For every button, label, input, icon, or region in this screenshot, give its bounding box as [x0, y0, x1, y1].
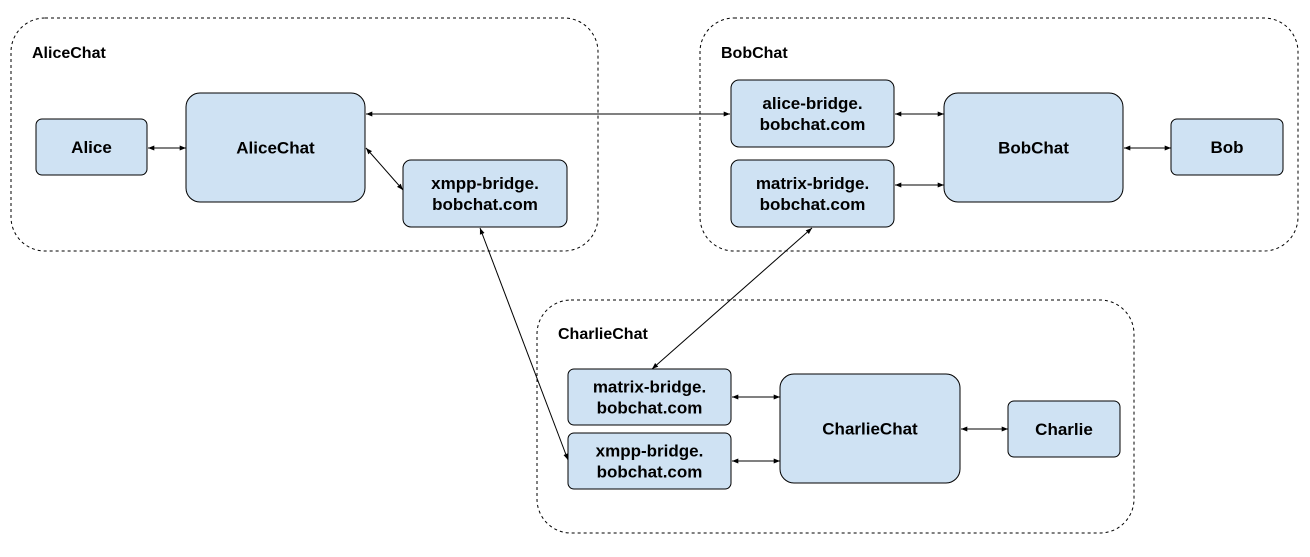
node-charliechat-server: CharlieChat: [779, 373, 961, 484]
node-alice-xmpp-bridge-label-1: bobchat.com: [432, 195, 538, 214]
node-alice-xmpp-bridge-box: [402, 159, 568, 228]
node-bob-matrix-bridge: matrix-bridge. bobchat.com: [730, 159, 895, 228]
node-alicechat-server-box: [185, 92, 366, 203]
node-alice-box: [35, 118, 148, 176]
node-alice-label-0: Alice: [71, 138, 112, 157]
node-bob-matrix-bridge-box: [730, 159, 895, 228]
node-bob-label-0: Bob: [1210, 138, 1243, 157]
edge-alicechat-server-to-alice-xmpp-bridge: [365, 147, 404, 191]
node-charlie-matrix-bridge-label-0: matrix-bridge.: [593, 378, 706, 397]
node-alicechat-server-label-0: AliceChat: [236, 139, 315, 158]
node-charlie-matrix-bridge-box: [567, 368, 732, 426]
group-charliechat-title: CharlieChat: [558, 326, 648, 343]
group-bobchat-container: [699, 17, 1299, 252]
node-charlie: Charlie: [1007, 400, 1121, 458]
node-charlie-box: [1007, 400, 1121, 458]
node-charliechat-server-label-0: CharlieChat: [822, 420, 918, 439]
node-bob-matrix-bridge-label-0: matrix-bridge.: [756, 174, 869, 193]
node-alice-xmpp-bridge-label-0: xmpp-bridge.: [431, 174, 539, 193]
node-charlie-xmpp-bridge: xmpp-bridge. bobchat.com: [567, 432, 732, 490]
node-charlie-xmpp-bridge-box: [567, 432, 732, 490]
group-bobchat-title: BobChat: [721, 45, 788, 62]
node-bob-alice-bridge-label-1: bobchat.com: [760, 115, 866, 134]
node-bobchat-server-box: [943, 92, 1124, 203]
node-bobchat-server: BobChat: [943, 92, 1124, 203]
node-charlie-matrix-bridge: matrix-bridge. bobchat.com: [567, 368, 732, 426]
node-charlie-matrix-bridge-label-1: bobchat.com: [597, 399, 703, 418]
group-alicechat-title: AliceChat: [32, 45, 106, 62]
node-bob: Bob: [1170, 118, 1284, 176]
group-alicechat-container: [10, 17, 599, 252]
node-charlie-label-0: Charlie: [1035, 420, 1093, 439]
node-alicechat-server: AliceChat: [185, 92, 366, 203]
node-charliechat-server-box: [779, 373, 961, 484]
node-alice-xmpp-bridge: xmpp-bridge. bobchat.com: [402, 159, 568, 228]
node-bob-alice-bridge: alice-bridge. bobchat.com: [730, 79, 895, 148]
edge-bob-matrix-bridge-to-charlie-matrix-bridge: [651, 227, 813, 370]
node-charlie-xmpp-bridge-label-0: xmpp-bridge.: [596, 442, 704, 461]
node-bobchat-server-label-0: BobChat: [998, 139, 1069, 158]
node-bob-alice-bridge-label-0: alice-bridge.: [762, 94, 862, 113]
node-bob-box: [1170, 118, 1284, 176]
node-charlie-xmpp-bridge-label-1: bobchat.com: [597, 463, 703, 482]
edge-alice-xmpp-bridge-to-charlie-xmpp-bridge: [479, 227, 569, 461]
node-alice: Alice: [35, 118, 148, 176]
node-bob-alice-bridge-box: [730, 79, 895, 148]
node-bob-matrix-bridge-label-1: bobchat.com: [760, 195, 866, 214]
edge-layer: [148, 111, 1171, 464]
